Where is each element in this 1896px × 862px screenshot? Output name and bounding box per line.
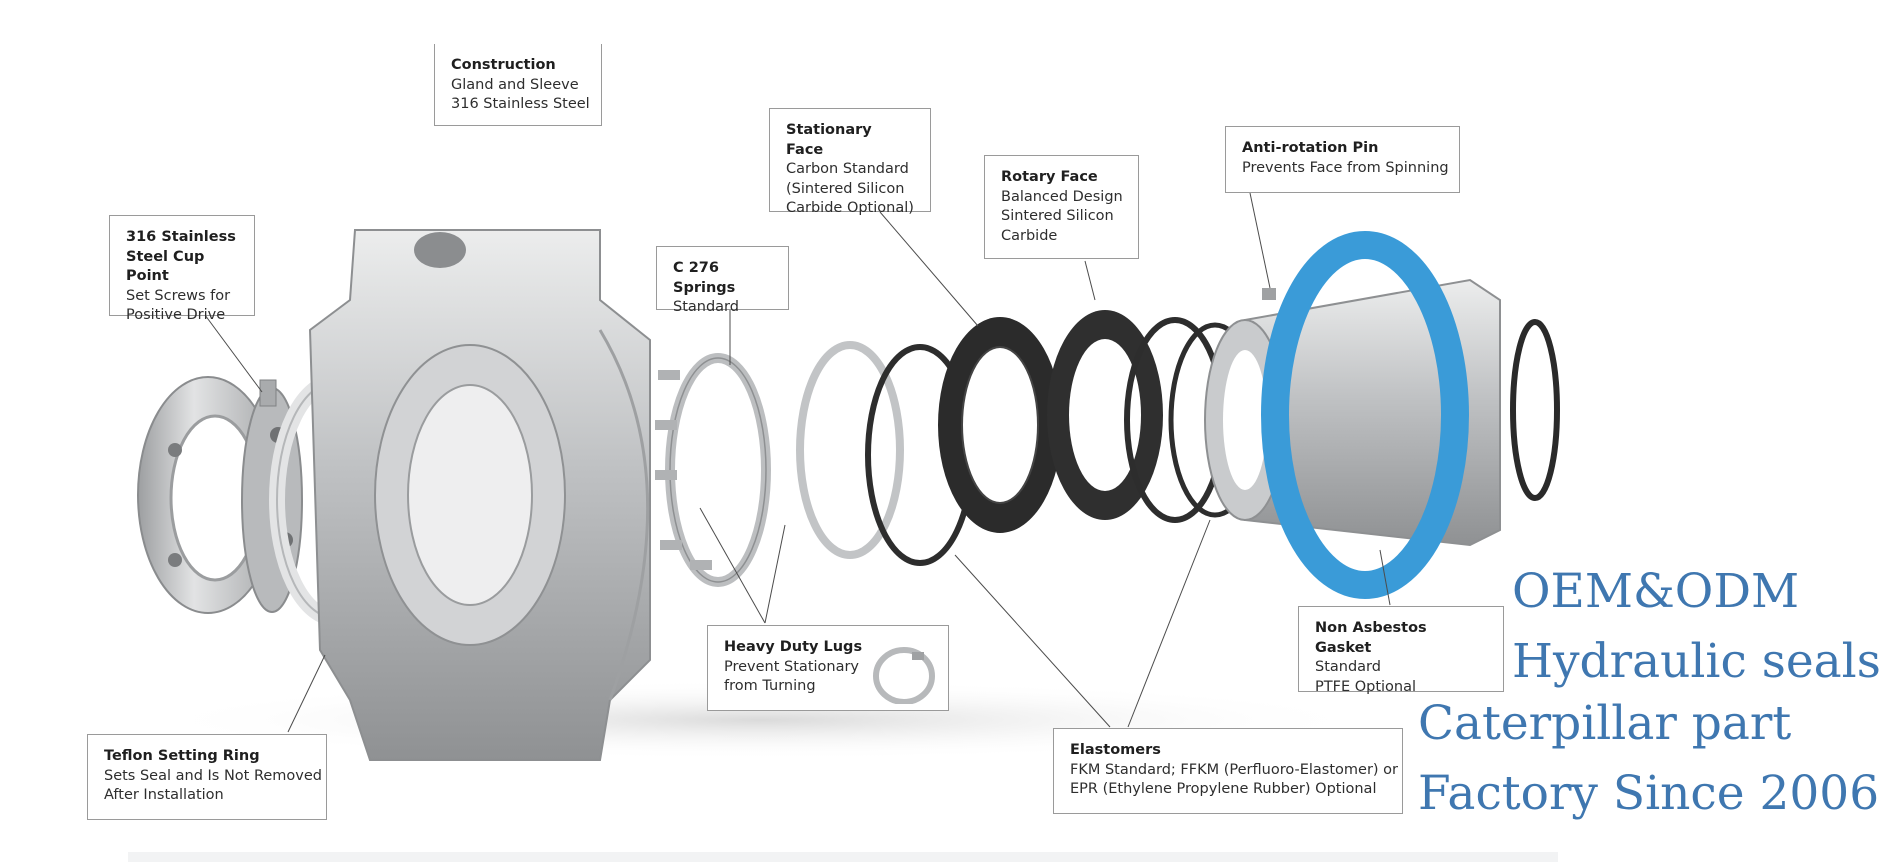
callout-cup-point: 316 Stainless Steel Cup Point Set Screws… xyxy=(109,215,255,323)
stationary-face xyxy=(938,317,1062,533)
callout-non-asbestos-gasket: Non Asbestos Gasket Standard PTFE Option… xyxy=(1298,606,1504,695)
lug-thumbnail xyxy=(873,647,935,704)
callout-elastomers: Elastomers FKM Standard; FFKM (Perfluoro… xyxy=(1053,728,1403,814)
non-asbestos-gasket xyxy=(1261,231,1469,599)
o-ring-4 xyxy=(1510,319,1560,501)
callout-springs: C 276 Springs Standard xyxy=(656,246,789,315)
callout-heavy-duty-lugs: Heavy Duty Lugs Prevent Stationary from … xyxy=(707,625,949,711)
steel-ring xyxy=(796,341,904,559)
leader-lines xyxy=(204,192,1391,733)
bottom-strip xyxy=(128,852,1558,862)
callout-stationary-face: Stationary Face Carbon Standard (Sintere… xyxy=(769,108,931,216)
promo-factory-since: Factory Since 2006 xyxy=(1418,766,1880,821)
callout-anti-rotation-pin: Anti-rotation Pin Prevents Face from Spi… xyxy=(1225,126,1460,193)
spring-carrier xyxy=(655,353,771,587)
callout-construction: Construction Gland and Sleeve 316 Stainl… xyxy=(434,44,602,126)
promo-hydraulic-seals: Hydraulic seals xyxy=(1512,634,1881,689)
callout-teflon-setting-ring: Teflon Setting Ring Sets Seal and Is Not… xyxy=(87,734,327,820)
promo-caterpillar-part: Caterpillar part xyxy=(1418,696,1792,751)
promo-oem-odm: OEM&ODM xyxy=(1512,564,1800,619)
gland xyxy=(308,229,651,761)
callout-rotary-face: Rotary Face Balanced Design Sintered Sil… xyxy=(984,155,1139,259)
